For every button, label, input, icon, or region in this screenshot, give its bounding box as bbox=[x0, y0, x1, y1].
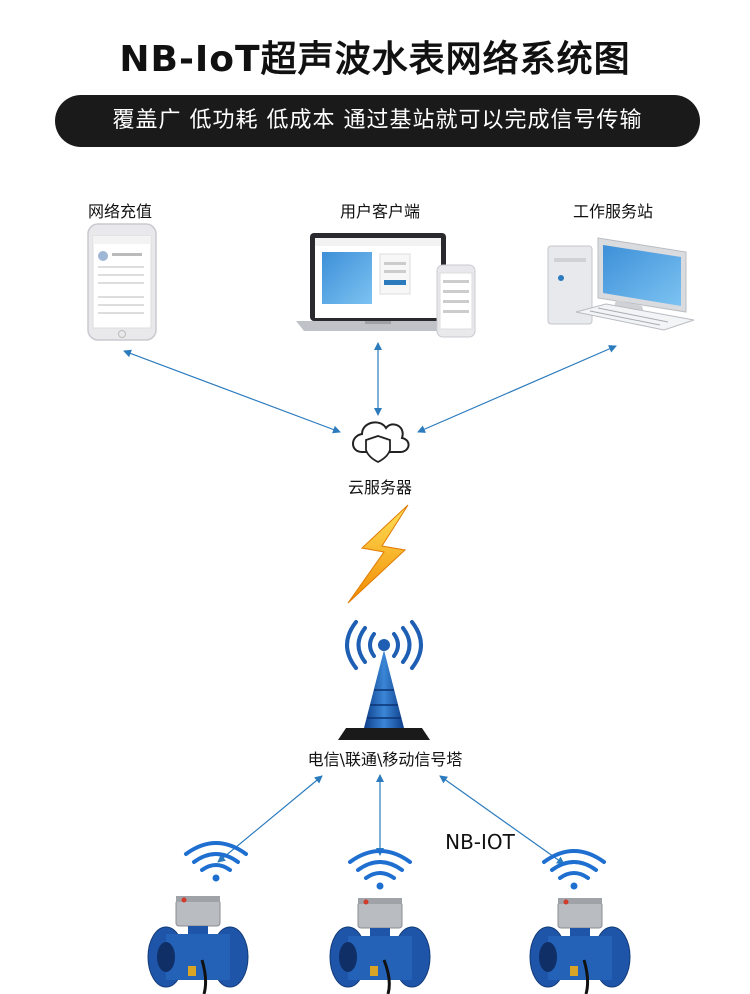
page-title: NB-IoT超声波水表网络系统图 bbox=[119, 39, 631, 80]
laptop-icon bbox=[296, 233, 460, 331]
arrow-recharge-cloud bbox=[123, 349, 341, 434]
arrow-tower-meter-right bbox=[439, 775, 565, 865]
wifi-signal-icon bbox=[542, 849, 606, 890]
cloud-shield-icon bbox=[352, 421, 410, 464]
feature-banner: 覆盖广 低功耗 低成本 通过基站就可以完成信号传输 bbox=[55, 95, 700, 147]
lightning-bolt-icon bbox=[347, 504, 409, 604]
wifi-signal-icon bbox=[184, 841, 248, 882]
top-links bbox=[123, 342, 617, 434]
wifi-signal-icon bbox=[348, 849, 412, 890]
client-label: 用户客户端 bbox=[339, 202, 420, 221]
signal-tower-icon bbox=[338, 620, 430, 740]
recharge-label: 网络充值 bbox=[87, 202, 152, 221]
desktop-computer-icon bbox=[547, 237, 695, 331]
water-meter-left bbox=[147, 841, 249, 994]
cloud-label: 云服务器 bbox=[347, 478, 412, 497]
arrow-workstation-cloud bbox=[417, 345, 617, 433]
client-phone-icon bbox=[436, 264, 476, 338]
smartphone-icon bbox=[87, 223, 157, 341]
tower-label: 电信\联通\移动信号塔 bbox=[307, 750, 463, 769]
workstation-label: 工作服务站 bbox=[572, 202, 653, 221]
arrow-tower-meter-left bbox=[217, 775, 323, 863]
water-meter-right bbox=[529, 849, 631, 994]
water-meter-center bbox=[329, 849, 431, 994]
